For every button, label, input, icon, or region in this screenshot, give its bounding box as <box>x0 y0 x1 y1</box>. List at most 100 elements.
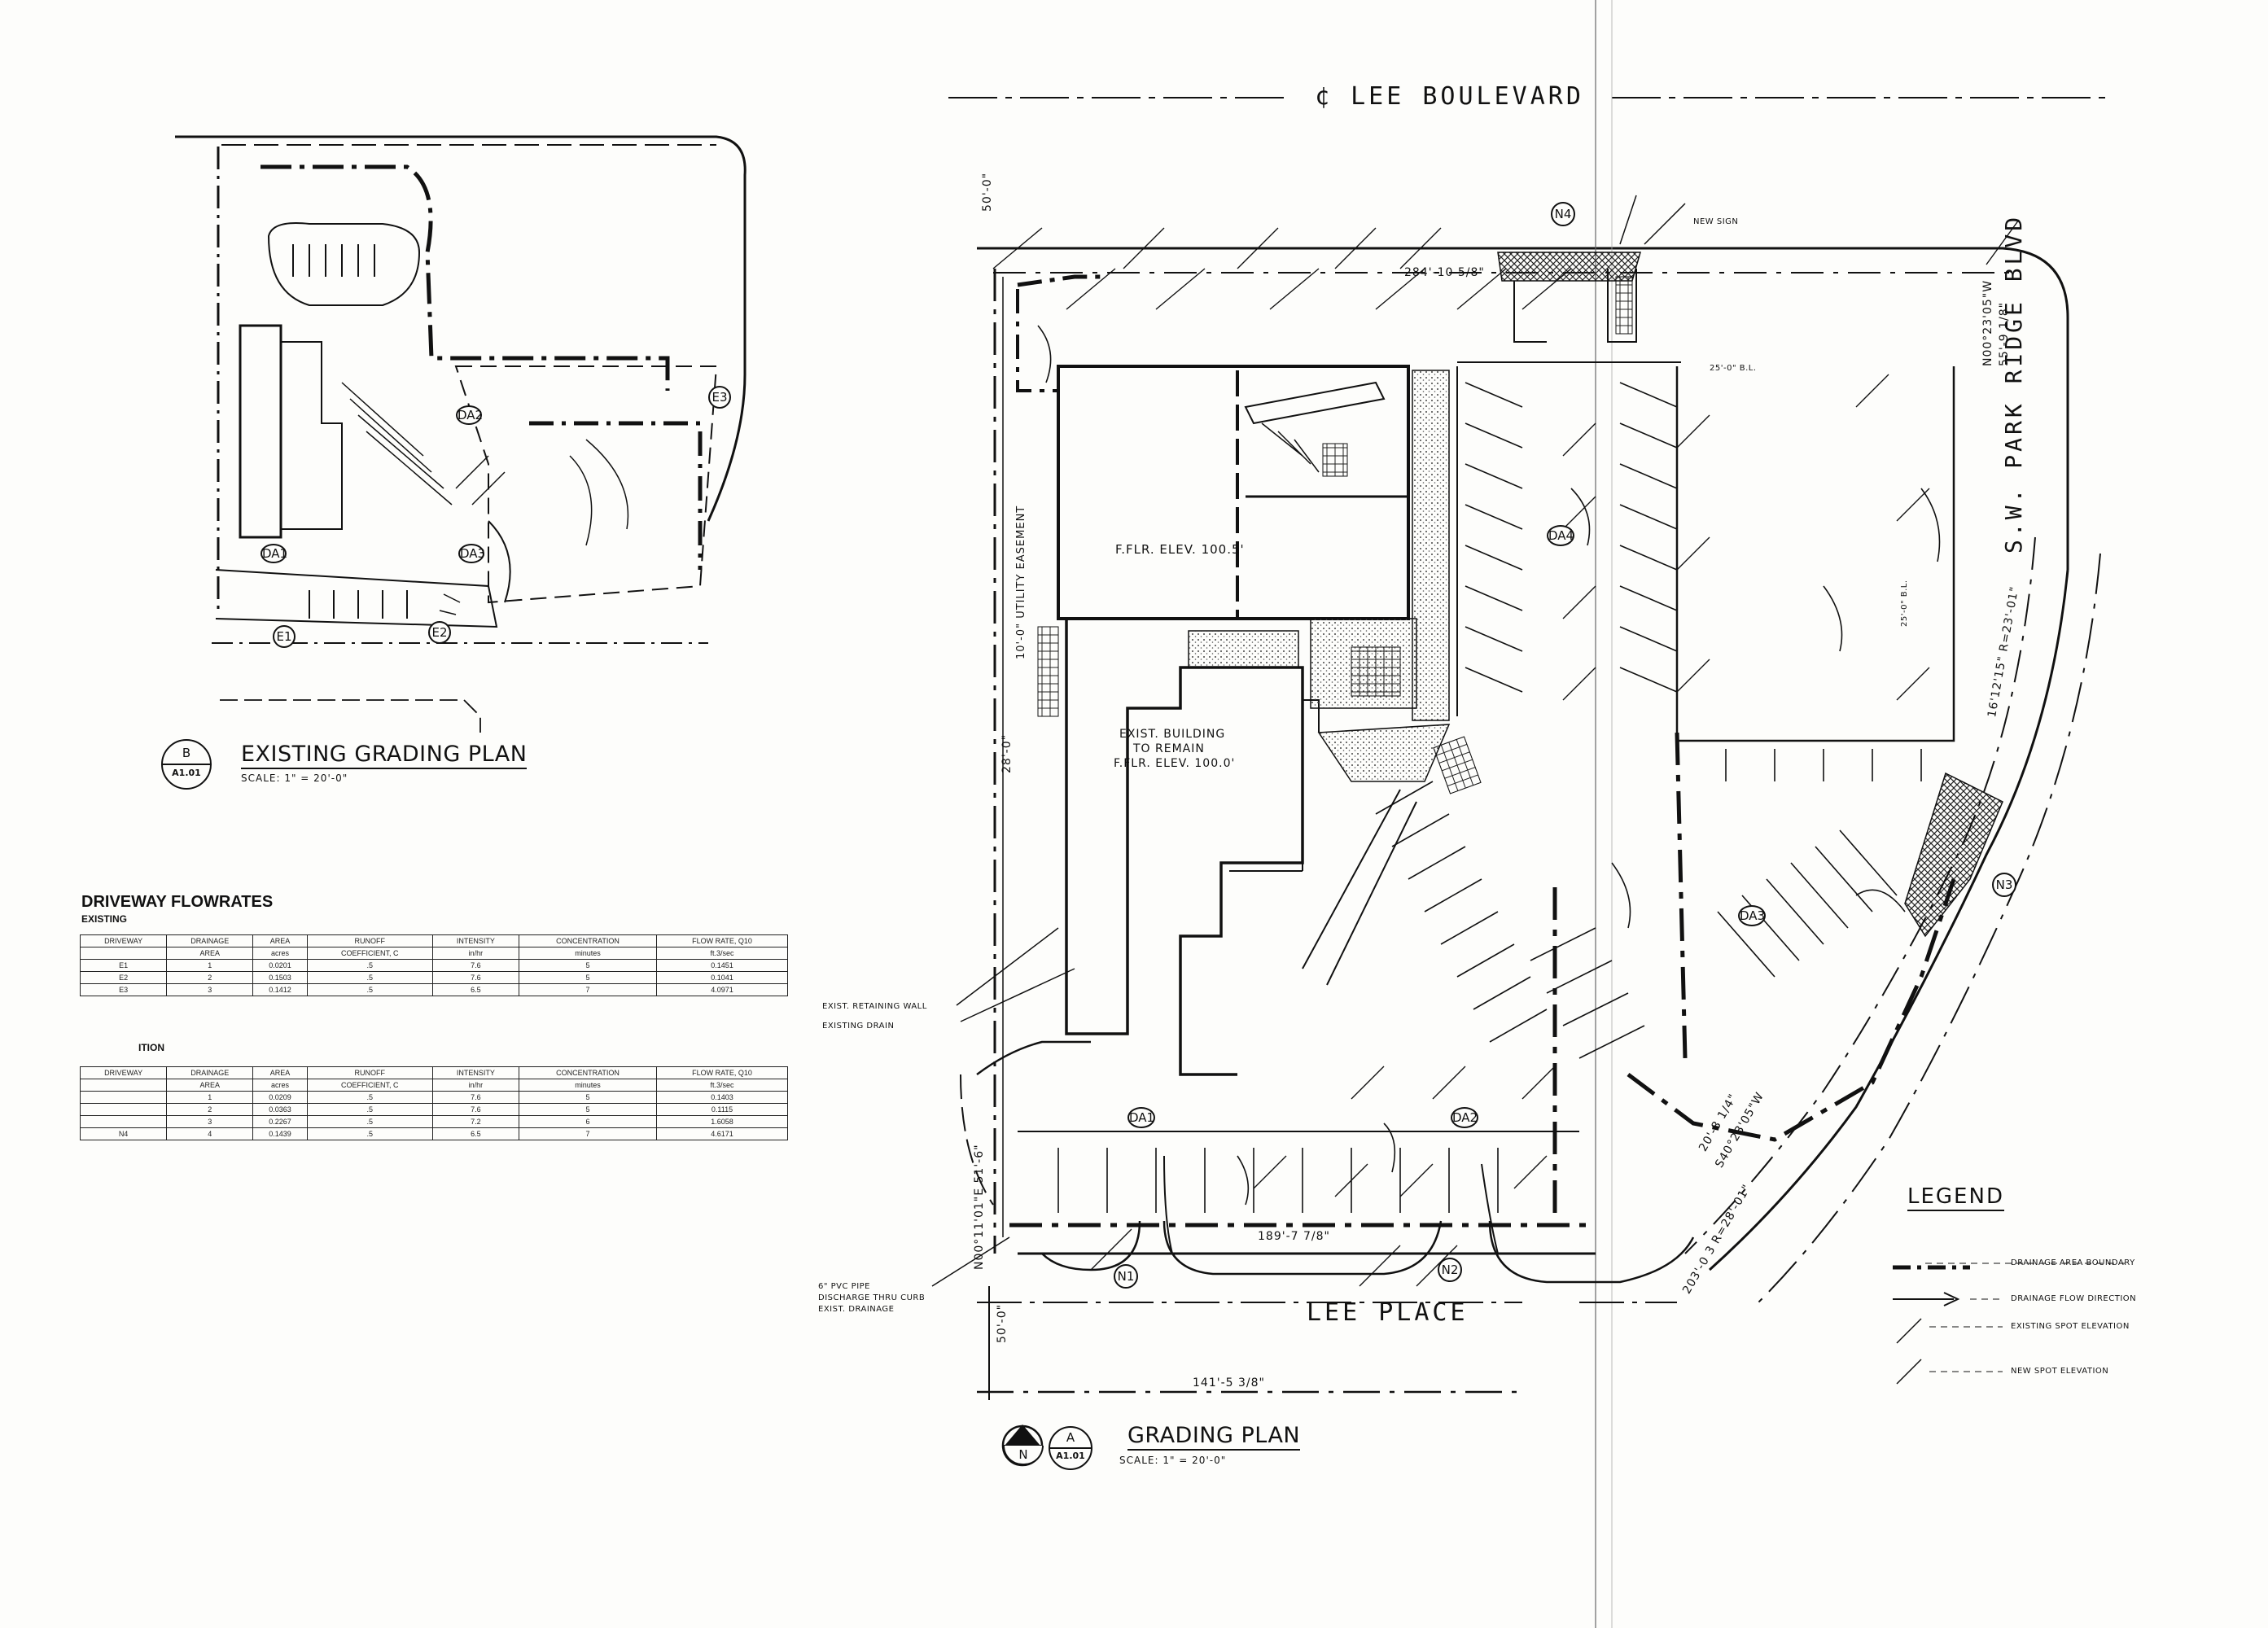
table-cell: 5 <box>518 1103 658 1116</box>
table-header-row: DRIVEWAY DRAINAGE AREA RUNOFF INTENSITY … <box>79 934 788 947</box>
table-cell: 7.6 <box>431 971 519 984</box>
tag-n3: N3 <box>1992 873 2016 897</box>
legend-symbols <box>1893 1263 2125 1385</box>
table-cell: E2 <box>79 971 168 984</box>
grading-plan-title: GRADING PLAN <box>1127 1424 1301 1451</box>
table-title: DRIVEWAY FLOWRATES <box>81 893 274 911</box>
col-header: DRAINAGE <box>166 1066 254 1079</box>
table-cell: 3 <box>166 1115 254 1128</box>
legend-item-new-spot: NEW SPOT ELEVATION <box>2011 1367 2109 1376</box>
table-cell: .5 <box>306 1091 433 1104</box>
tag-e1-existing: E1 <box>273 625 296 648</box>
table-row: 3 0.2267 .5 7.2 6 1.6058 <box>79 1115 788 1128</box>
street-park-ridge: S.W. PARK RIDGE BLVD <box>2000 213 2027 554</box>
tag-da4: DA4 <box>1547 525 1574 546</box>
exist-building-line2: TO REMAIN <box>1133 742 1205 755</box>
col-header: AREA <box>252 1066 308 1079</box>
table-cell: N4 <box>79 1127 168 1140</box>
table-cell: .5 <box>306 959 433 972</box>
col-header: RUNOFF <box>306 934 433 947</box>
pvc-pipe-label-3: EXIST. DRAINAGE <box>818 1305 895 1314</box>
col-header: DRAINAGE <box>166 934 254 947</box>
grading-plan-scale: SCALE: 1" = 20'-0" <box>1119 1455 1227 1466</box>
dim-bottom-total: 141'-5 3/8" <box>1193 1376 1265 1389</box>
table-cell: 1 <box>166 959 254 972</box>
col-header: CONCENTRATION <box>518 1066 658 1079</box>
col-subheader: minutes <box>518 947 658 960</box>
legend-item-existing-spot: EXISTING SPOT ELEVATION <box>2011 1322 2130 1331</box>
table-cell: 7.6 <box>431 1091 519 1104</box>
table-cell: 1.6058 <box>656 1115 788 1128</box>
exist-retaining-wall-label: EXIST. RETAINING WALL <box>822 1002 927 1011</box>
table-cell: .5 <box>306 1127 433 1140</box>
table-cell <box>79 1091 168 1104</box>
exist-building-line3: F.FLR. ELEV. 100.0' <box>1114 757 1236 770</box>
col-subheader: ft.3/sec <box>656 1079 788 1092</box>
table-cell: 0.0209 <box>252 1091 308 1104</box>
new-floor-elevation: F.FLR. ELEV. 100.5' <box>1115 542 1245 557</box>
table-cell: 1 <box>166 1091 254 1104</box>
dim-left-setback-1: 50'-0" <box>981 172 994 212</box>
utility-easement-label: 10'-0" UTILITY EASEMENT <box>1015 505 1027 659</box>
existing-site-plan <box>175 135 747 733</box>
table-row: E1 1 0.0201 .5 7.6 5 0.1451 <box>79 959 788 972</box>
table-cell: 5 <box>518 1091 658 1104</box>
dim-top-line: 284'-10 5/8" <box>1404 266 1485 279</box>
exist-building-line1: EXIST. BUILDING <box>1119 728 1226 741</box>
dim-right-bearing: N00°23'05"W <box>1981 279 1994 366</box>
table-cell: 6 <box>518 1115 658 1128</box>
table-header-row: DRIVEWAY DRAINAGE AREA RUNOFF INTENSITY … <box>79 1066 788 1079</box>
detail-marker-sheet: A1.01 <box>1050 1447 1091 1460</box>
dim-left-setback-2: 28'-0" <box>1000 733 1014 773</box>
table-existing-label: EXISTING <box>81 913 128 925</box>
col-header: CONCENTRATION <box>518 934 658 947</box>
pvc-pipe-label-2: DISCHARGE THRU CURB <box>818 1293 926 1302</box>
table-cell: 0.1412 <box>252 983 308 996</box>
table-cell: 7.6 <box>431 959 519 972</box>
table-row: 2 0.0363 .5 7.6 5 0.1115 <box>79 1103 788 1116</box>
tag-e3-existing: E3 <box>708 386 731 409</box>
tag-da3: DA3 <box>1738 905 1766 926</box>
table-cell: 7 <box>518 983 658 996</box>
tag-da1-existing: DA1 <box>261 544 287 563</box>
col-subheader: AREA <box>166 1079 254 1092</box>
table-cell: 7.2 <box>431 1115 519 1128</box>
tag-n2: N2 <box>1438 1258 1462 1282</box>
table-cell: 2 <box>166 971 254 984</box>
table-cell: 5 <box>518 971 658 984</box>
table-cell: 0.1403 <box>656 1091 788 1104</box>
tag-n1: N1 <box>1114 1264 1138 1289</box>
col-subheader: minutes <box>518 1079 658 1092</box>
table-cell: 6.5 <box>431 983 519 996</box>
table-cell: .5 <box>306 971 433 984</box>
dim-right-length: 55'-9 1/8" <box>1998 301 2011 366</box>
table-cell: E1 <box>79 959 168 972</box>
table-cell: 0.2267 <box>252 1115 308 1128</box>
table-cell: 0.1115 <box>656 1103 788 1116</box>
table-row: E2 2 0.1503 .5 7.6 5 0.1041 <box>79 971 788 984</box>
table-cell: .5 <box>306 1103 433 1116</box>
dim-left-bearing: N00°11'01"E 51'-6" <box>973 1144 986 1270</box>
legend-title: LEGEND <box>1907 1186 2004 1211</box>
col-subheader <box>79 947 168 960</box>
table-cell: 6.5 <box>431 1127 519 1140</box>
col-subheader: acres <box>252 1079 308 1092</box>
table-cell: 0.0363 <box>252 1103 308 1116</box>
tag-da2: DA2 <box>1451 1107 1478 1128</box>
street-lee-boulevard: ¢ LEE BOULEVARD <box>1315 82 1584 111</box>
table-cell: .5 <box>306 983 433 996</box>
detail-marker-a: A A1.01 <box>1049 1426 1092 1470</box>
existing-drain-label: EXISTING DRAIN <box>822 1022 895 1031</box>
dim-bottom-line: 189'-7 7/8" <box>1258 1230 1330 1243</box>
table-row: N4 4 0.1439 .5 6.5 7 4.6171 <box>79 1127 788 1140</box>
table-subheader-row: AREA acres COEFFICIENT, C in/hr minutes … <box>79 1079 788 1092</box>
table-cell: 4.0971 <box>656 983 788 996</box>
col-header: DRIVEWAY <box>79 934 168 947</box>
col-header: DRIVEWAY <box>79 1066 168 1079</box>
col-subheader: in/hr <box>431 1079 519 1092</box>
building-line-label-right: 25'-0" B.L. <box>1900 580 1909 627</box>
table-cell: 0.0201 <box>252 959 308 972</box>
existing-plan-scale: SCALE: 1" = 20'-0" <box>241 772 348 784</box>
col-subheader: COEFFICIENT, C <box>306 947 433 960</box>
